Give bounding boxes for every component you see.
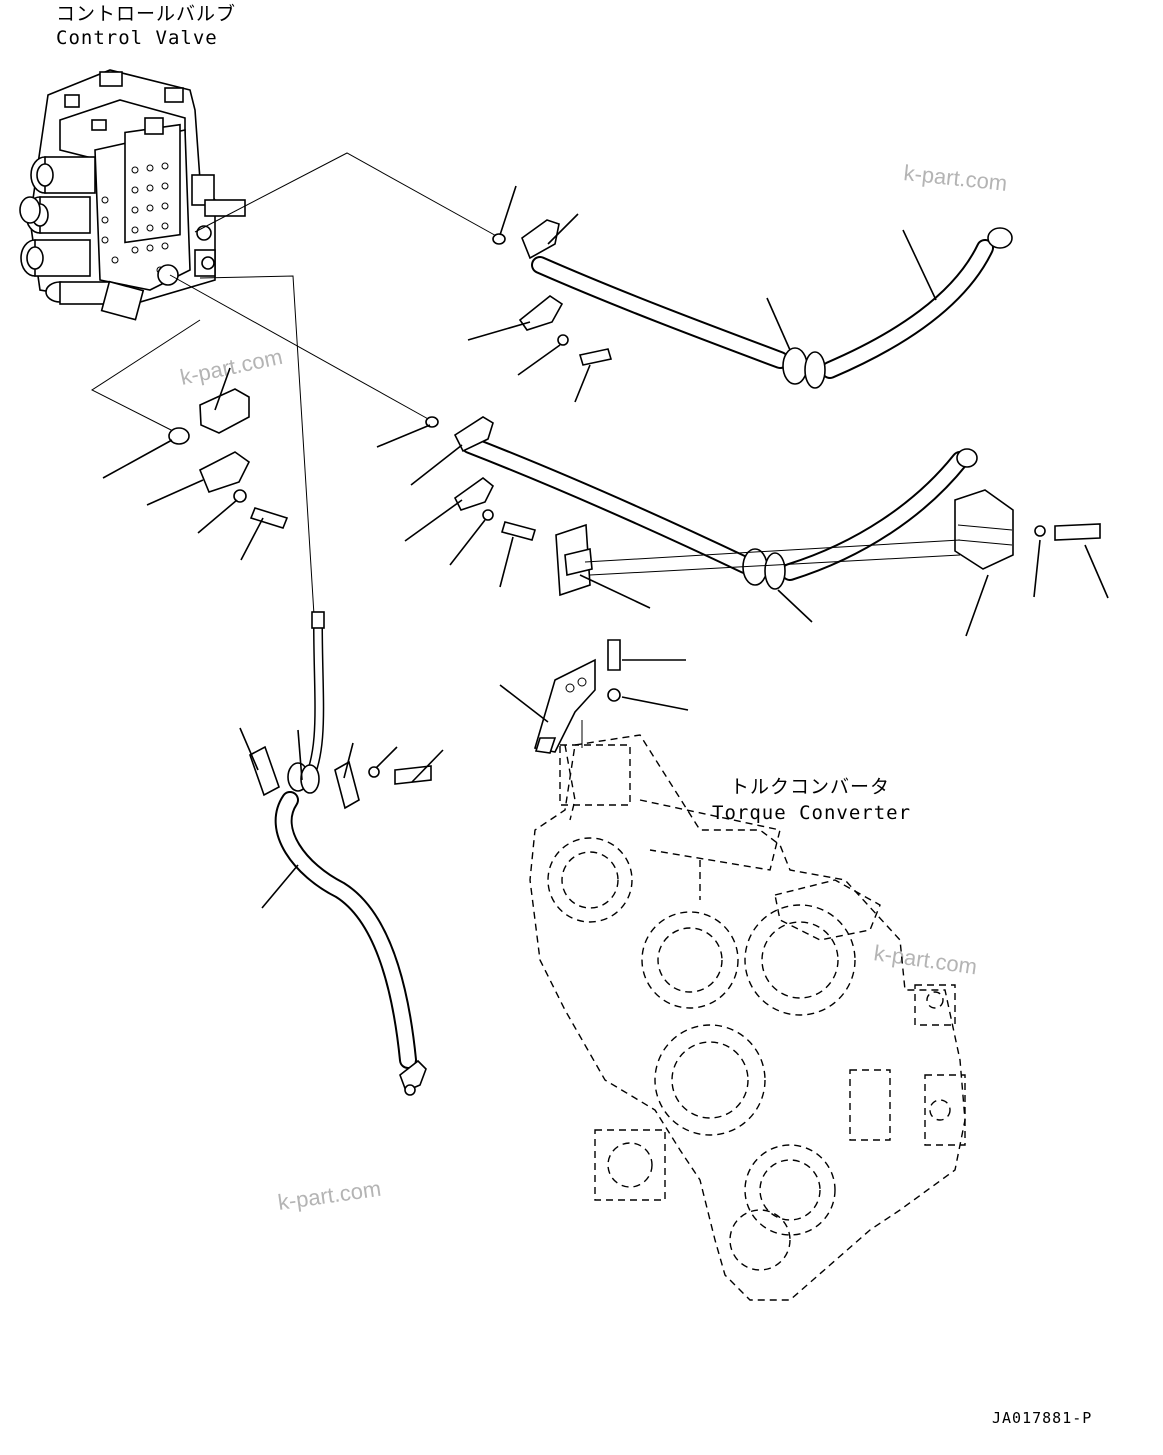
clamp-lower-b [334,760,360,810]
torque-converter-drawing [529,734,966,1301]
middle-hose-assembly [376,416,1109,637]
split-flange-left-b [198,451,251,493]
split-flange-middle-b [453,476,495,511]
torque-converter-label-ja: トルクコンバータ [730,776,890,798]
split-flange-left-a [199,388,250,434]
o-ring-upper [492,233,506,245]
split-flange-upper-b [518,295,564,331]
bolt-right [1054,523,1101,541]
watermark-2: k-part.com [178,344,285,390]
washer-upper [557,334,569,346]
watermark-1: k-part.com [902,160,1008,196]
bolt-lower [394,765,432,785]
watermark-4: k-part.com [276,1176,382,1215]
upper-hose-assembly [467,185,1013,403]
drawing-code: JA017881-P [992,1409,1092,1427]
control-valve-drawing [19,69,246,321]
bolt-upper [578,348,613,366]
washer-right [1034,525,1046,537]
split-flange-middle-a [453,416,494,453]
washer-middle [482,509,494,521]
bolt-left [249,507,289,529]
control-valve-label-en: Control Valve [56,27,218,49]
control-valve-label-ja: コントロールバルブ [56,2,236,25]
o-ring-left [168,427,190,445]
left-flange-parts [102,367,289,561]
o-ring-middle [425,416,439,428]
washer-bracket [607,688,621,702]
bolt-bracket [607,639,621,671]
bracket-assembly [499,639,689,754]
watermark-3: k-part.com [872,940,978,979]
reference-lines [90,152,501,616]
bracket [533,658,596,753]
clamp-lower-a [249,745,280,797]
washer-lower [368,766,380,778]
washer-left [233,489,247,503]
bolt-middle [500,521,537,541]
lower-left-hose [239,611,444,1096]
clamp-right [954,489,1014,570]
torque-converter-label-en: Torque Converter [712,802,911,824]
